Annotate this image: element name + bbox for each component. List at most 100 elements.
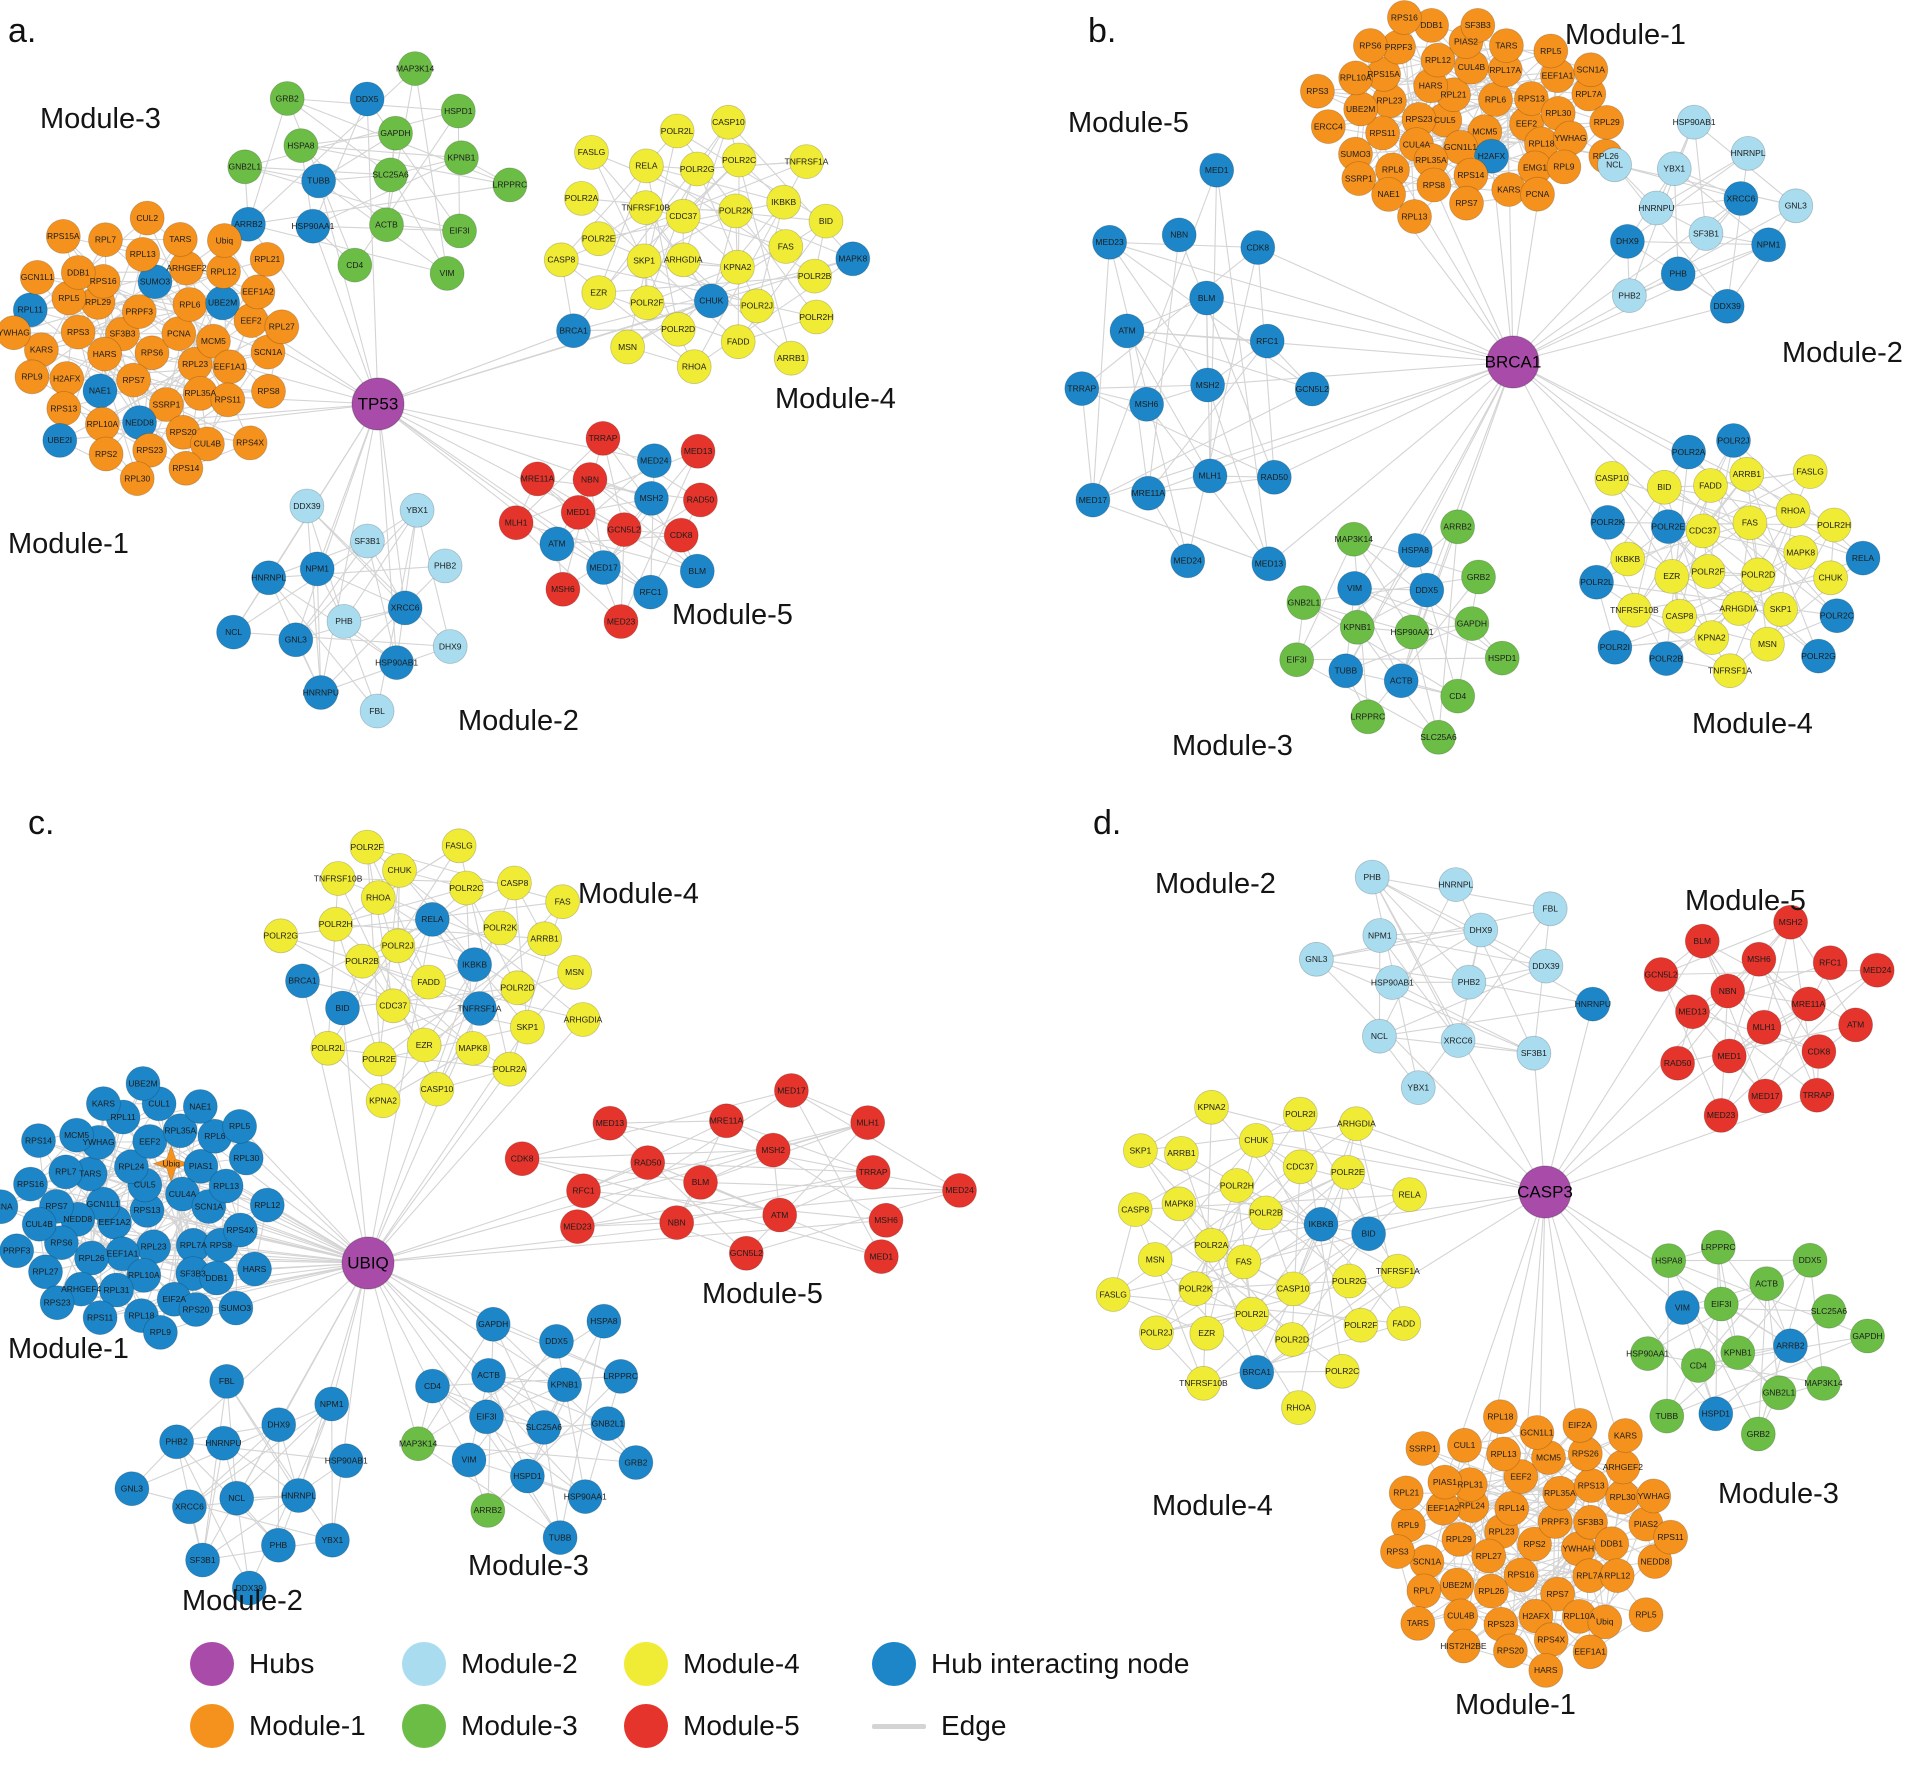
node-label-CD4: CD4 xyxy=(1690,1360,1707,1370)
node-label-RPS14: RPS14 xyxy=(172,463,199,473)
node-label-FAS: FAS xyxy=(1236,1257,1252,1267)
module-label-b-module-1: Module-1 xyxy=(1565,19,1686,51)
node-label-MCM5: MCM5 xyxy=(1536,1452,1561,1462)
node-MED17 xyxy=(1075,482,1111,518)
node-label-PIAS2: PIAS2 xyxy=(1454,36,1478,46)
edge xyxy=(1737,1259,1811,1353)
edge xyxy=(1209,170,1218,476)
node-label-POLR2E: POLR2E xyxy=(582,234,616,244)
node-label-FAS: FAS xyxy=(1742,518,1758,528)
node-GNL3 xyxy=(114,1471,150,1507)
node-label-GNB2L1: GNB2L1 xyxy=(228,162,261,172)
node-label-RPL31: RPL31 xyxy=(104,1285,130,1295)
node-DDX39 xyxy=(1528,948,1564,984)
node-IKBKB xyxy=(1610,541,1646,577)
node-label-CASP8: CASP8 xyxy=(1121,1204,1149,1214)
node-label-SSRP1: SSRP1 xyxy=(152,399,180,409)
node-label-MAP3K14: MAP3K14 xyxy=(396,63,435,73)
legend-label-module-2: Module-2 xyxy=(461,1648,578,1679)
edge xyxy=(1353,538,1413,633)
node-label-MED23: MED23 xyxy=(607,616,636,626)
node-TARS xyxy=(1400,1606,1436,1641)
node-KPNB1 xyxy=(1720,1335,1756,1370)
node-SLC25A6 xyxy=(373,157,409,193)
node-label-MED1: MED1 xyxy=(869,1251,893,1261)
node-MED17 xyxy=(1747,1078,1783,1114)
edge xyxy=(1682,1306,1829,1312)
node-RPS14 xyxy=(21,1123,56,1158)
node-label-HNRNPL: HNRNPL xyxy=(1731,148,1766,158)
node-RELA xyxy=(414,902,450,937)
node-FASLG xyxy=(574,134,609,170)
node-label-EIF3I: EIF3I xyxy=(476,1412,496,1422)
node-RPL21 xyxy=(249,241,285,277)
node-label-CUL1: CUL1 xyxy=(148,1099,170,1109)
edge xyxy=(1206,297,1514,363)
node-label-SF3B1: SF3B1 xyxy=(354,536,380,546)
node-label-RPS26: RPS26 xyxy=(1572,1449,1599,1459)
edge xyxy=(367,1019,584,1264)
panel-tag-c: c. xyxy=(28,804,54,842)
node-DDX5 xyxy=(349,81,385,117)
node-GAPDH xyxy=(378,115,413,151)
node-RPL10A xyxy=(1338,60,1374,96)
edge xyxy=(268,565,446,579)
node-label-PCNA: PCNA xyxy=(0,1202,13,1212)
label-layer: d.PHB2HSP90AB1DHX9XRCC6NPM1DDX39NCLHNRNP… xyxy=(1093,804,1892,1721)
node-label-GCN1L1: GCN1L1 xyxy=(1444,142,1477,152)
module-label-a-module-5: Module-5 xyxy=(672,599,793,631)
edge xyxy=(1367,576,1479,718)
node-label-CUL5: CUL5 xyxy=(1434,115,1456,125)
edge xyxy=(379,1026,528,1060)
node-label-RPL13: RPL13 xyxy=(130,249,156,259)
node-label-HNRNPU: HNRNPU xyxy=(303,687,339,697)
edge xyxy=(1256,1139,1546,1193)
node-label-LRPPRC: LRPPRC xyxy=(604,1371,638,1381)
node-label-RPL29: RPL29 xyxy=(1446,1534,1472,1544)
node-label-MED17: MED17 xyxy=(1079,495,1108,505)
node-label-KPNA2: KPNA2 xyxy=(723,262,751,272)
edge xyxy=(1379,1003,1593,1037)
node-RPS6 xyxy=(1353,28,1388,63)
node-label-RPL24: RPL24 xyxy=(118,1162,144,1172)
node-ACTB xyxy=(471,1358,507,1393)
node-TNFRSF10B xyxy=(1617,592,1652,628)
node-label-VIM: VIM xyxy=(1675,1302,1690,1312)
node-label-CUL4B: CUL4B xyxy=(194,439,222,449)
node-POLR2L xyxy=(1234,1296,1270,1332)
edge xyxy=(1666,1260,1670,1417)
node-RPL12 xyxy=(1420,42,1456,78)
node-BID xyxy=(808,203,844,239)
node-HIST2H2BE xyxy=(1446,1628,1481,1664)
edge xyxy=(1660,974,1722,1116)
node-NPM1 xyxy=(314,1386,350,1422)
node-label-POLR2A: POLR2A xyxy=(1672,447,1706,457)
node-DHX9 xyxy=(261,1407,297,1443)
node-label-RHOA: RHOA xyxy=(1286,1402,1311,1412)
node-label-PRPF3: PRPF3 xyxy=(3,1246,31,1256)
panel-d: d.PHB2HSP90AB1DHX9XRCC6NPM1DDX39NCLHNRNP… xyxy=(1093,804,1895,1721)
node-SF3B1 xyxy=(349,523,385,559)
node-YWHAG xyxy=(0,315,32,351)
node-CUL4B xyxy=(21,1206,57,1242)
edge xyxy=(1660,921,1791,976)
edge xyxy=(367,1262,470,1461)
module-label-b-module-2: Module-2 xyxy=(1782,337,1903,369)
node-label-DHX9: DHX9 xyxy=(267,1420,290,1430)
node-label-SCN1A: SCN1A xyxy=(1577,65,1606,75)
node-TUBB xyxy=(542,1520,578,1555)
node-label-FBL: FBL xyxy=(219,1376,235,1386)
node-PHB xyxy=(1354,859,1390,895)
node-YBX1 xyxy=(399,492,435,528)
node-POLR2K xyxy=(1178,1271,1214,1307)
node-label-RPL21: RPL21 xyxy=(1393,1488,1419,1498)
node-label-MSH6: MSH6 xyxy=(1747,954,1771,964)
node-label-VIM: VIM xyxy=(440,268,455,278)
node-RAD50 xyxy=(1256,459,1292,495)
edge xyxy=(312,98,368,227)
node-label-BRCA1: BRCA1 xyxy=(288,976,317,986)
node-RPL7 xyxy=(48,1154,84,1190)
edge xyxy=(335,924,380,1060)
node-label-RPL5: RPL5 xyxy=(229,1121,251,1131)
edge xyxy=(1544,1191,1683,1308)
